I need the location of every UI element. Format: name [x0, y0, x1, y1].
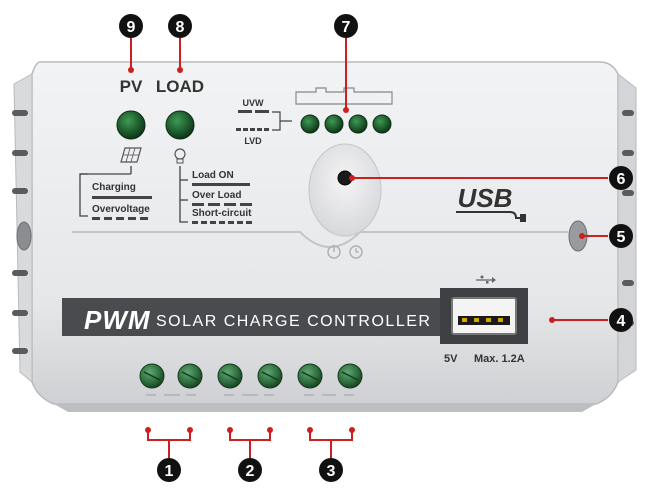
svg-text:5: 5: [617, 229, 626, 246]
battery-led-3: [348, 114, 368, 134]
svg-text:2: 2: [246, 463, 255, 480]
battery-leds: [295, 87, 393, 134]
pv-led: [116, 110, 146, 140]
battery-led-4: [372, 114, 392, 134]
power-icon: [327, 245, 341, 259]
terminal-load-positive[interactable]: [297, 363, 323, 389]
title-strip: PWM SOLAR CHARGE CONTROLLER: [62, 298, 440, 336]
callout-1: 1: [157, 458, 181, 482]
solar-panel-icon: [120, 147, 142, 163]
legend-load-on: Load ON: [192, 170, 234, 181]
pv-legend: Charging Overvoltage: [79, 166, 152, 220]
svg-text:7: 7: [342, 19, 351, 36]
svg-text:9: 9: [127, 19, 136, 36]
callout-dots: [128, 67, 585, 433]
usb-port[interactable]: [440, 288, 528, 344]
timer-icon: [349, 245, 363, 259]
legend-overvoltage: Overvoltage: [92, 204, 150, 215]
usb-spec-voltage: 5V: [444, 353, 458, 365]
svg-text:4: 4: [617, 313, 626, 330]
callout-5: 5: [609, 224, 633, 248]
mount-hole-left: [16, 221, 32, 251]
terminal-battery-positive[interactable]: [217, 363, 243, 389]
controller-title: SOLAR CHARGE CONTROLLER: [156, 313, 431, 330]
svg-text:8: 8: [176, 19, 185, 36]
callout-2: 2: [238, 458, 262, 482]
load-led: [165, 110, 195, 140]
bulb-icon: [174, 148, 186, 164]
terminal-solar-positive[interactable]: [139, 363, 165, 389]
pwm-label: PWM: [84, 305, 151, 335]
legend-charging: Charging: [92, 182, 136, 193]
callout-3: 3: [319, 458, 343, 482]
terminal-load-negative[interactable]: [337, 363, 363, 389]
svg-text:3: 3: [327, 463, 336, 480]
lvd-label: LVD: [244, 136, 262, 146]
callout-4: 4: [609, 308, 633, 332]
usb-cable-icon: [456, 211, 522, 219]
callout-7: 7: [334, 14, 358, 38]
terminal-solar-negative[interactable]: [177, 363, 203, 389]
callout-leaders: [130, 38, 608, 458]
callout-6: 6: [609, 166, 633, 190]
button-dome: [308, 143, 382, 237]
callout-9: 9: [119, 14, 143, 38]
callout-8: 8: [168, 14, 192, 38]
controller-body: [13, 61, 637, 412]
usb-logo: USB: [458, 183, 513, 213]
legend-over-load: Over Load: [192, 190, 241, 201]
load-legend: Load ON Over Load Short-circuit: [179, 166, 252, 224]
terminal-battery-negative[interactable]: [257, 363, 283, 389]
legend-short-circuit: Short-circuit: [192, 208, 252, 219]
svg-text:1: 1: [165, 463, 174, 480]
battery-led-2: [324, 114, 344, 134]
uvw-label: UVW: [243, 98, 265, 108]
svg-text:6: 6: [617, 171, 626, 188]
usb-symbol-icon: [476, 275, 496, 284]
battery-led-1: [300, 114, 320, 134]
pv-label: PV: [120, 77, 143, 96]
usb-spec-current: Max. 1.2A: [474, 353, 525, 365]
battery-level-legend: UVW LVD: [236, 98, 292, 146]
vent-slots-left: [12, 110, 28, 354]
terminal-screws: [139, 363, 363, 396]
load-label: LOAD: [156, 77, 204, 96]
